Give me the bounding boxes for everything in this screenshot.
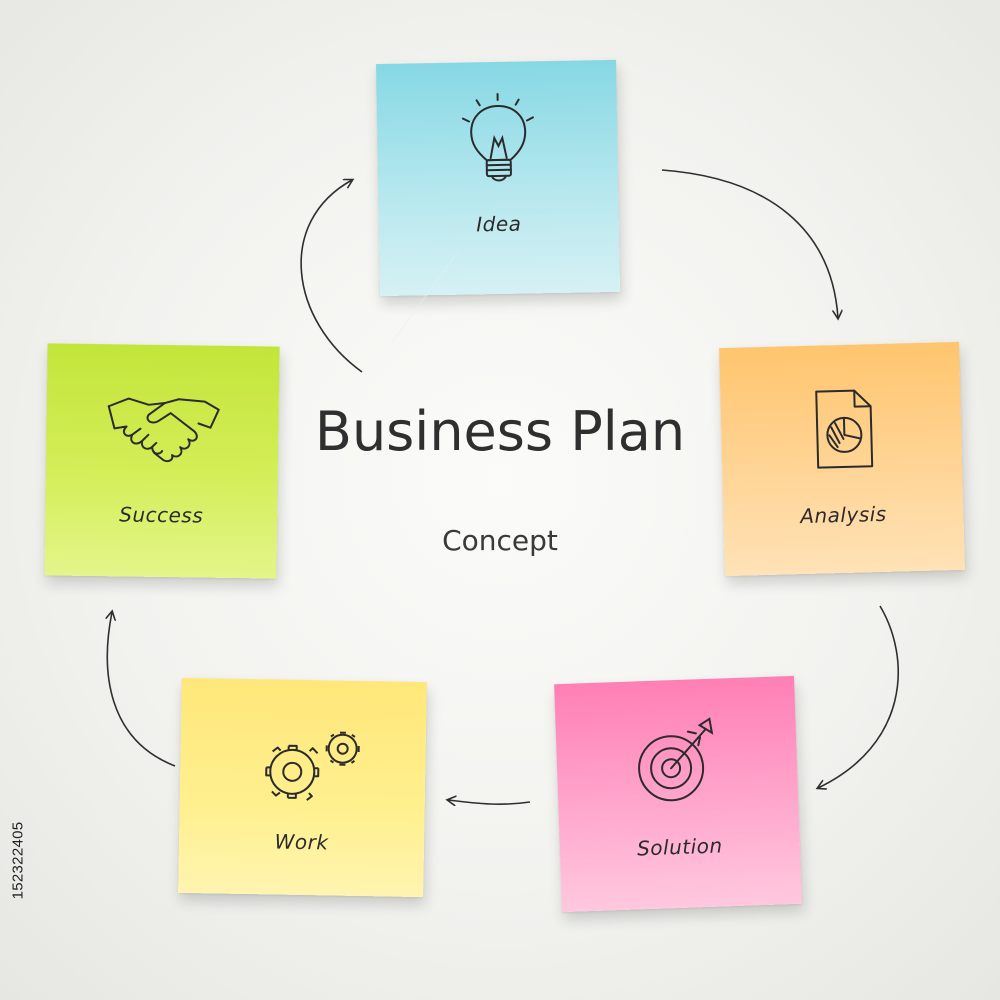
handshake-icon <box>104 392 223 470</box>
lightbulb-icon <box>459 91 539 192</box>
diagram-subtitle: Concept <box>442 524 558 557</box>
diagram-title: Business Plan <box>314 400 686 463</box>
arrow-idea-to-analysis <box>661 169 838 318</box>
note-success: Success <box>44 343 280 579</box>
target-arrow-icon <box>625 708 728 811</box>
note-solution: Solution <box>554 675 802 913</box>
note-label-idea: Idea <box>476 211 522 237</box>
gears-icon <box>252 719 374 811</box>
document-pie-chart-icon <box>808 384 882 474</box>
stock-id-text: 152322405 <box>9 821 27 900</box>
arrow-solution-to-work <box>448 800 531 804</box>
arrow-analysis-to-solution <box>818 605 899 788</box>
note-label-success: Success <box>119 502 204 528</box>
note-label-solution: Solution <box>636 833 723 861</box>
arrow-success-to-idea <box>300 180 363 373</box>
note-label-work: Work <box>274 829 329 855</box>
arrow-work-to-success <box>107 612 176 767</box>
note-work: Work <box>178 677 427 898</box>
note-label-analysis: Analysis <box>799 501 887 529</box>
stock-id-watermark: 152322405 <box>8 752 27 972</box>
note-idea: Idea <box>375 59 621 296</box>
note-analysis: Analysis <box>719 341 965 577</box>
